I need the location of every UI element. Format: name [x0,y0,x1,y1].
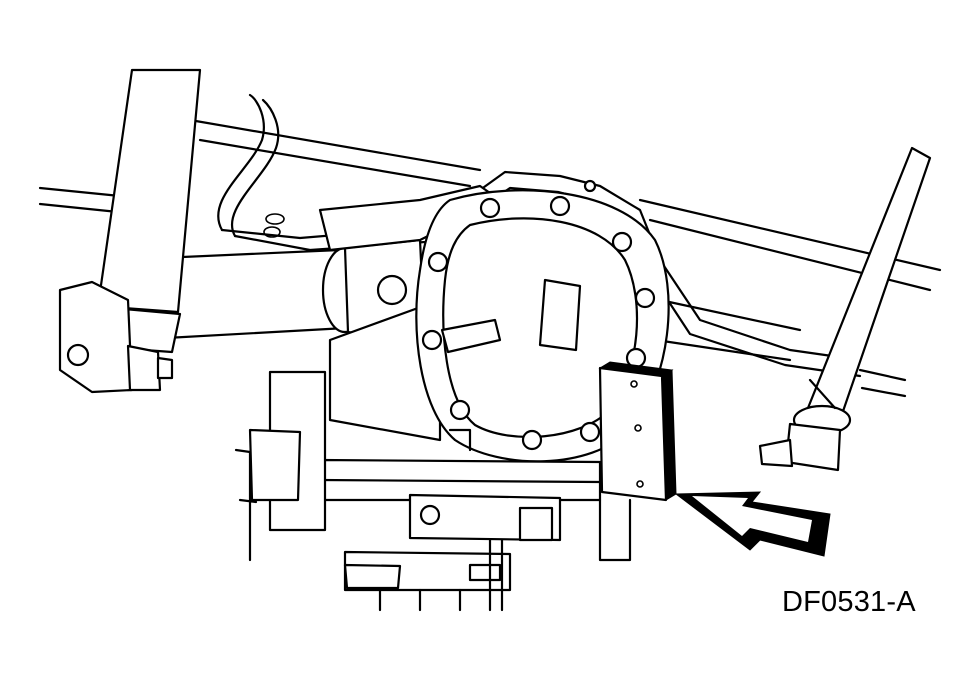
transmission-jack [234,370,632,612]
cover-bolt [421,329,443,351]
left-shock-absorber [58,68,202,394]
fixture-hole [630,380,638,388]
cover-bolt [634,287,656,309]
cover-bolt [479,197,501,219]
carrier-housing [318,184,502,442]
cover-bolt [549,195,571,217]
cover-bolt [427,251,449,273]
cover-bolt [583,179,597,193]
indicator-arrow [674,491,831,557]
figure-code: DF0531-A [782,586,916,618]
cover-bolt [611,231,633,253]
cover-bolt [579,421,601,443]
holding-fixture [598,361,677,502]
right-shock-absorber [758,146,932,472]
fixture-hole [636,480,644,488]
fixture-hole [634,424,642,432]
cover-bolt [449,399,471,421]
cover-bolt [521,429,543,451]
